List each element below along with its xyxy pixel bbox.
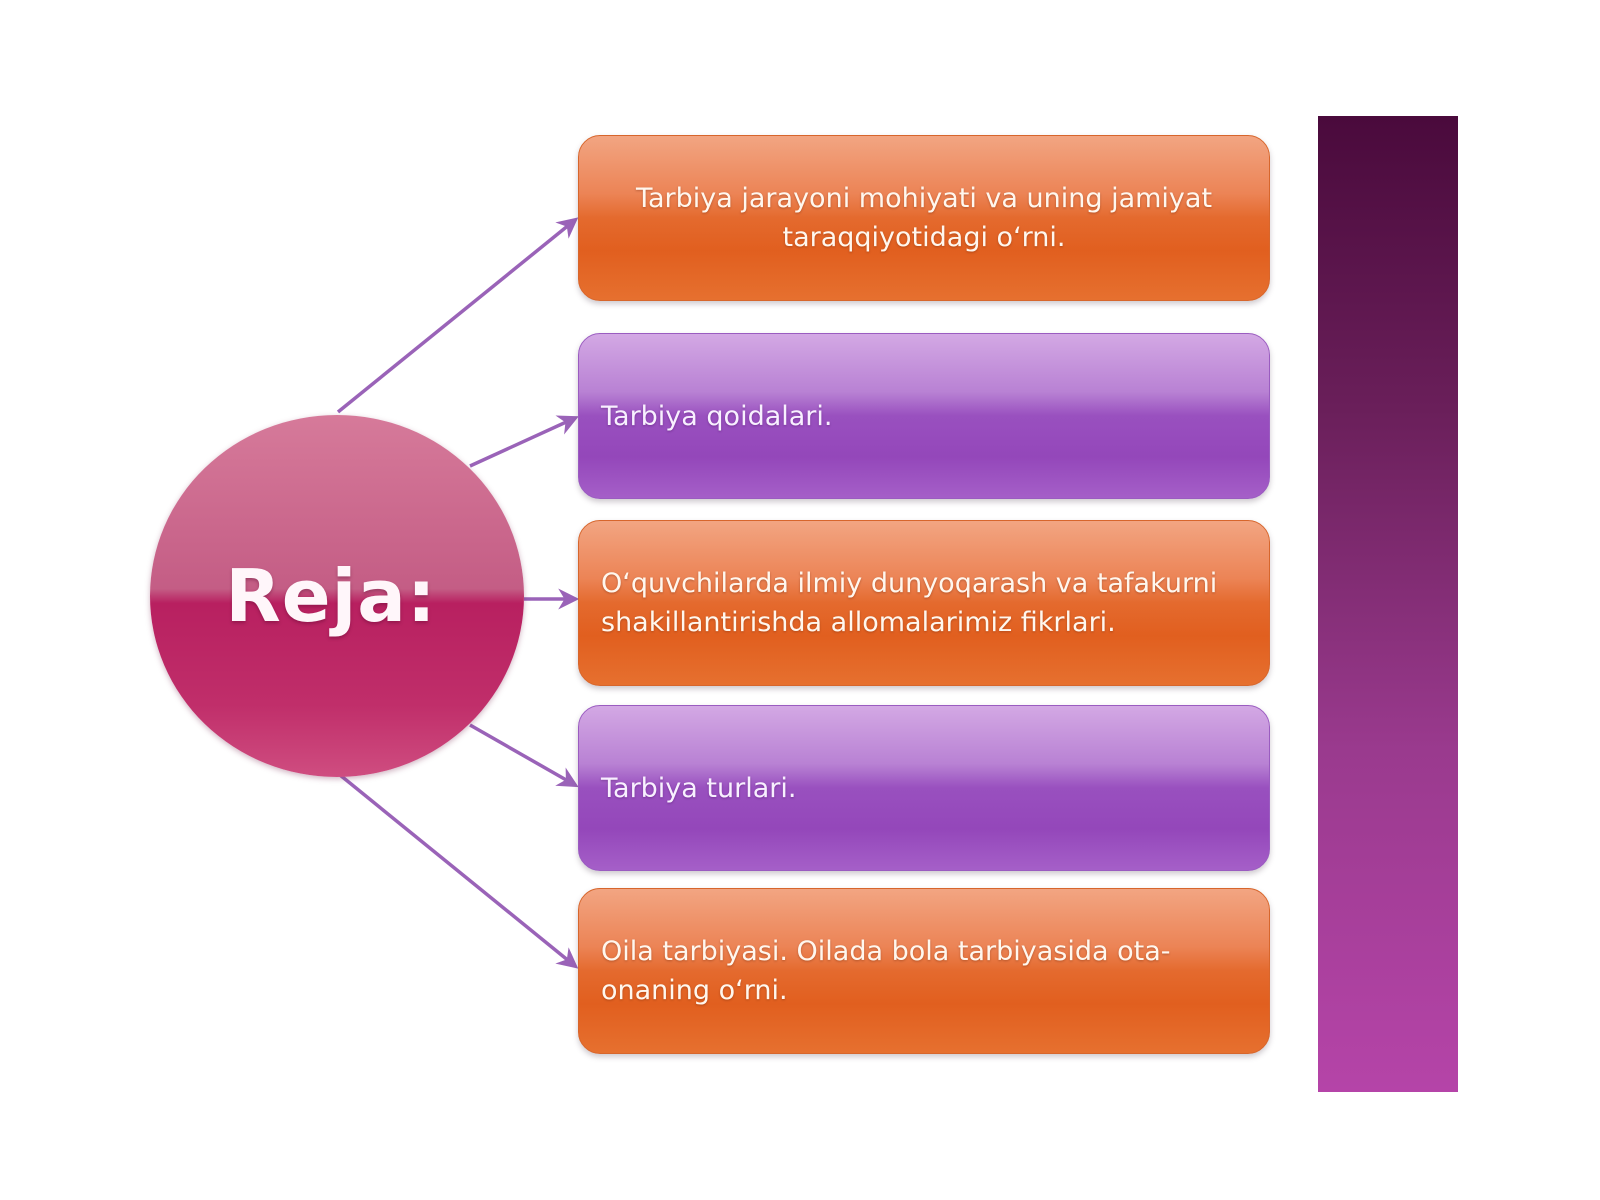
plan-item-2: Tarbiya qoidalari. [578, 333, 1270, 499]
plan-item-1: Tarbiya jarayoni mohiyati va uning jamiy… [578, 135, 1270, 301]
connector-arrow-5 [338, 773, 579, 969]
plan-item-text: Tarbiya qoidalari. [601, 400, 833, 432]
connector-arrow-2 [469, 415, 579, 468]
plan-item-text: Tarbiya jarayoni mohiyati va uning jamiy… [635, 183, 1213, 253]
plan-item-5: Oila tarbiyasi. Oilada bola tarbiyasida … [578, 888, 1270, 1054]
plan-item-text: Tarbiya turlari. [601, 772, 797, 804]
connector-arrow-1 [336, 217, 579, 414]
reja-circle: Reja: [150, 415, 524, 777]
plan-item-3: O‘quvchilarda ilmiy dunyoqarash va tafak… [578, 520, 1270, 686]
reja-label: Reja: [225, 554, 437, 638]
plan-item-4: Tarbiya turlari. [578, 705, 1270, 871]
plan-item-text: O‘quvchilarda ilmiy dunyoqarash va tafak… [601, 568, 1218, 638]
connector-arrow-4 [469, 723, 579, 788]
decorative-side-bar [1318, 116, 1458, 1092]
plan-item-text: Oila tarbiyasi. Oilada bola tarbiyasida … [601, 936, 1171, 1006]
